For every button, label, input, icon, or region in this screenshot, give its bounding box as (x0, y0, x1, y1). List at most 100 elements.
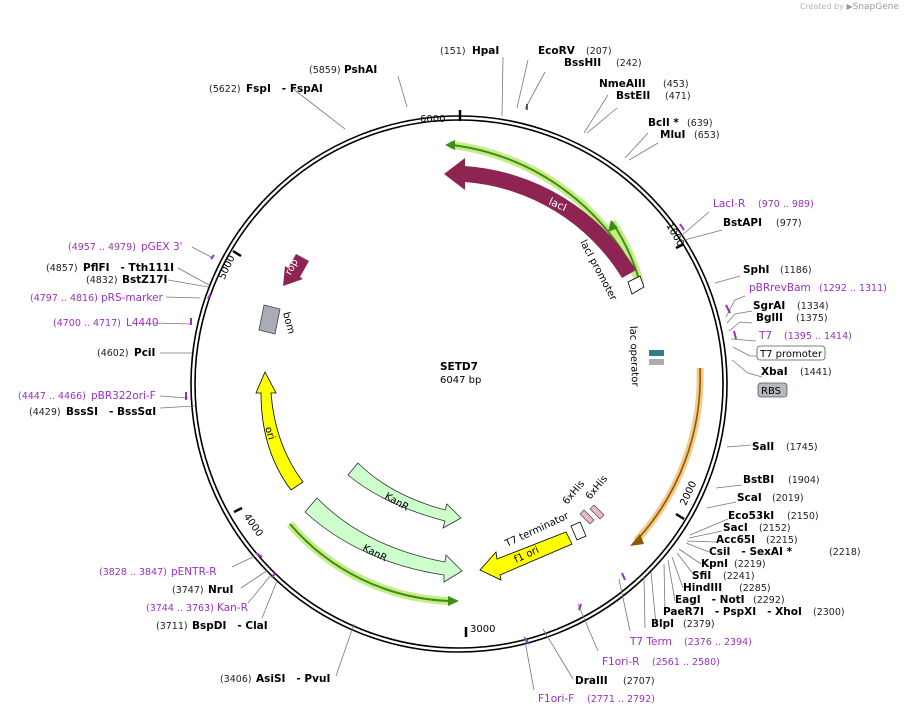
scai-name[interactable]: ScaI (737, 492, 762, 504)
nrui-pos: (3747) (172, 585, 204, 596)
snapgene-credit: Created by ▶SnapGene (800, 2, 899, 12)
t7-promoter-box-label: T7 promoter (759, 349, 823, 360)
bglii-pos: (1375) (796, 313, 828, 324)
pcii-name[interactable]: PciI (134, 347, 155, 359)
eagi-name[interactable]: EagI - NotI (675, 594, 745, 606)
bom-label: bom (280, 311, 296, 335)
tick-label-6000: 6000 (420, 114, 445, 125)
rop-feature[interactable]: rop (283, 254, 309, 286)
eco53ki-name[interactable]: Eco53kI (728, 510, 774, 522)
bstz17i-name[interactable]: BstZ17I (122, 274, 167, 286)
pgex3-name[interactable]: pGEX 3' (141, 241, 183, 253)
prsmarker-name[interactable]: pRS-marker (101, 292, 164, 304)
sgrai-name[interactable]: SgrAI (753, 300, 785, 312)
acc65i-pos: (2215) (766, 535, 798, 546)
sali-name[interactable]: SalI (752, 441, 774, 453)
csii-name[interactable]: CsiI - SexAI * (709, 546, 793, 558)
pentrr-name[interactable]: pENTR-R (171, 566, 217, 578)
bstbi-pos: (1904) (788, 475, 820, 486)
leader-lines (152, 56, 763, 691)
bglii-name[interactable]: BglII (756, 312, 783, 324)
asisi-name[interactable]: AsiSI - PvuI (256, 673, 330, 685)
sfii-name[interactable]: SfiI (692, 570, 711, 582)
nmeaiii-pos: (453) (663, 79, 689, 90)
t7term-name[interactable]: T7 Term (629, 636, 672, 648)
l4440-name[interactable]: L4440 (126, 317, 159, 329)
draiii-pos: (2707) (623, 676, 655, 687)
lac-operator-label: lac operator (627, 326, 640, 388)
his-label-a: 6xHis (561, 479, 587, 507)
kanr-primer-name[interactable]: Kan-R (217, 602, 248, 614)
pgex3-pos: (4957 .. 4979) (68, 242, 136, 253)
orange-arrow (630, 367, 704, 546)
nmeaiii-name[interactable]: NmeAIII (599, 78, 646, 90)
tick-label-5000: 5000 (217, 254, 238, 282)
eco53ki-pos: (2150) (787, 511, 819, 522)
f1-ori-feature[interactable]: f1 ori (479, 531, 573, 581)
pflfi-name[interactable]: PflFI - Tth111I (83, 262, 174, 274)
blpi-name[interactable]: BlpI (651, 618, 674, 630)
lacir-name[interactable]: LacI-R (713, 198, 745, 210)
blpi-pos: (2379) (683, 619, 715, 630)
bstapi-name[interactable]: BstAPI (723, 217, 762, 229)
credit-brand: SnapGene (852, 2, 899, 12)
site-labels-right: (151) HpaI EcoRV (207) BssHII (242) NmeA… (440, 45, 887, 705)
l4440-pos: (4700 .. 4717) (53, 318, 121, 329)
mlui-pos: (653) (694, 130, 720, 141)
bcli-pos: (639) (687, 118, 713, 129)
prsmarker-pos: (4797 .. 4816) (30, 293, 98, 304)
his-tag-b[interactable]: 6xHis (584, 474, 610, 520)
t7-promoter-box[interactable]: T7 promoter (756, 345, 826, 361)
hindiii-name[interactable]: HindIII (683, 582, 722, 594)
pbrrevbam-name[interactable]: pBRrevBam (749, 282, 811, 294)
kanr-top-feature[interactable]: KanR (347, 462, 462, 529)
paer7i-pos: (2300) (813, 607, 845, 618)
ori-label: ori (262, 426, 276, 442)
kpni-pos: (2219) (734, 559, 766, 570)
tick-label-4000: 4000 (241, 512, 265, 539)
saci-name[interactable]: SacI (723, 522, 748, 534)
pflfi-pos: (4857) (46, 263, 78, 274)
bstapi-pos: (977) (776, 218, 802, 229)
bcli-name[interactable]: BclI * (648, 117, 679, 129)
pbr322orif-name[interactable]: pBR322ori-F (91, 390, 156, 402)
bstbi-name[interactable]: BstBI (743, 474, 774, 486)
sphi-name[interactable]: SphI (743, 264, 769, 276)
xbai-pos: (1441) (800, 367, 832, 378)
ori-feature[interactable]: ori (255, 371, 304, 491)
sali-pos: (1745) (786, 442, 818, 453)
kpni-name[interactable]: KpnI (701, 558, 728, 570)
fspi-name[interactable]: FspI - FspAI (246, 83, 323, 95)
nrui-name[interactable]: NruI (208, 584, 233, 596)
f1orir-name[interactable]: F1ori-R (602, 656, 639, 668)
credit-prefix: Created by (799, 2, 844, 11)
t7-pos: (1395 .. 1414) (784, 331, 852, 342)
bspdi-pos: (3711) (156, 621, 188, 632)
bsteii-name[interactable]: BstEII (616, 90, 650, 102)
ecorv-pos: (207) (586, 46, 612, 57)
tick-2000 (675, 512, 685, 521)
ecorv-name[interactable]: EcoRV (538, 45, 576, 57)
bsshii-name[interactable]: BssHII (564, 57, 601, 69)
pshai-pos: (5859) (309, 65, 341, 76)
mlui-name[interactable]: MluI (660, 129, 685, 141)
paer7i-name[interactable]: PaeR7I - PspXI - XhoI (663, 606, 802, 618)
bspdi-name[interactable]: BspDI - ClaI (192, 620, 268, 632)
primer-marks (185, 223, 737, 645)
tick-label-2000: 2000 (679, 480, 700, 508)
bom-feature[interactable]: bom (258, 304, 296, 335)
bsssi-name[interactable]: BssSI - BssSαI (66, 406, 156, 418)
pshai-name[interactable]: PshAI (344, 64, 377, 76)
sfii-pos: (2241) (723, 571, 755, 582)
bottom-green-arrow (286, 521, 459, 606)
acc65i-name[interactable]: Acc65I (716, 534, 755, 546)
pentrr-pos: (3828 .. 3847) (99, 567, 167, 578)
hpai-name[interactable]: HpaI (472, 45, 499, 57)
site-labels-left: (3406) AsiSI - PvuI (3711) BspDI - ClaI … (18, 64, 377, 685)
t7-name[interactable]: T7 (758, 330, 772, 342)
lac-operator-feature[interactable]: lac operator (627, 326, 664, 388)
xbai-name[interactable]: XbaI (761, 366, 788, 378)
rbs-box[interactable]: RBS (757, 382, 788, 398)
draiii-name[interactable]: DraIII (575, 675, 608, 687)
f1orif-name[interactable]: F1ori-F (538, 693, 574, 705)
